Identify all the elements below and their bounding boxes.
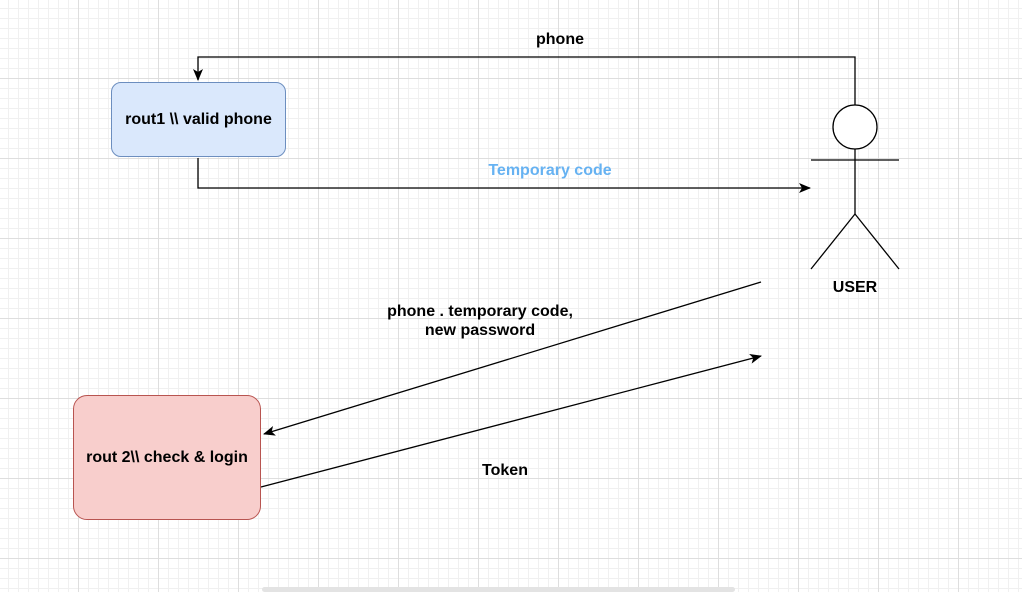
edge-label-temporary-code[interactable]: Temporary code xyxy=(488,162,612,179)
edge-label-token[interactable]: Token xyxy=(482,462,528,479)
credentials-line-1: phone . temporary code, xyxy=(387,303,573,320)
edge-label-phone[interactable]: phone xyxy=(536,31,584,48)
credentials-line-2: new password xyxy=(424,322,536,339)
route1-node[interactable]: rout1 \\ valid phone xyxy=(111,82,286,157)
actor-left-leg xyxy=(810,213,856,270)
route2-node[interactable]: rout 2\\ check & login xyxy=(73,395,261,520)
edge-temporary-code[interactable] xyxy=(197,158,811,193)
user-actor-label[interactable]: USER xyxy=(832,279,878,296)
edge-label-credentials[interactable]: phone . temporary code, new password xyxy=(350,302,610,340)
horizontal-scrollbar[interactable] xyxy=(262,587,735,592)
actor-head xyxy=(832,104,878,150)
edge-credentials[interactable] xyxy=(263,281,762,436)
actor-right-leg xyxy=(854,213,900,270)
user-actor-icon[interactable] xyxy=(810,104,900,270)
edge-phone[interactable] xyxy=(193,56,856,105)
edge-token[interactable] xyxy=(260,353,762,488)
